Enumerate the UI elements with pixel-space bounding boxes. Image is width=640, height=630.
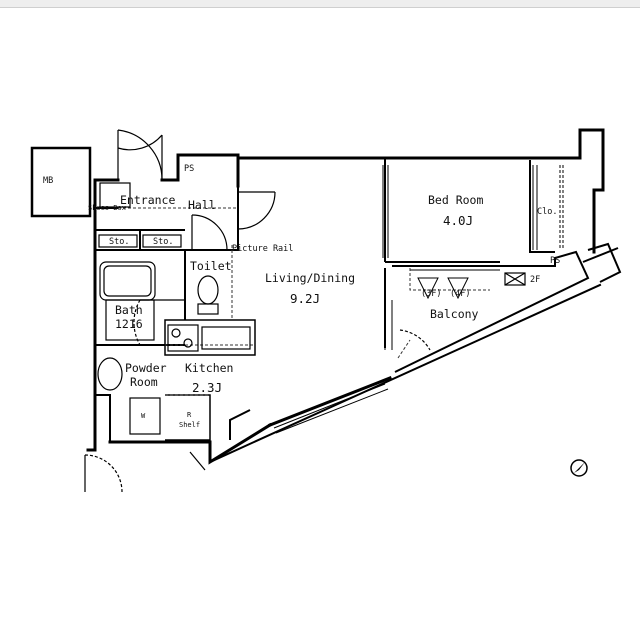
- kitchen-sink: [201, 326, 251, 350]
- entrance-label: Entrance: [120, 193, 176, 207]
- kitchen-label: Kitchen: [185, 361, 234, 375]
- bath-label: Bath: [115, 303, 143, 317]
- powder-room-label-1: Powder: [125, 361, 167, 375]
- storage-2-box: [142, 234, 182, 248]
- ps-right-label: PS: [550, 256, 561, 266]
- hall-label: Hall: [188, 198, 216, 212]
- left-wall: [86, 178, 97, 452]
- stove: [167, 324, 199, 352]
- ac-unit: [504, 272, 526, 286]
- toilet-label: Toilet: [190, 259, 232, 273]
- diagonal-facade: [268, 376, 392, 427]
- dashed-lines: [118, 207, 490, 396]
- balcony-hatches: [417, 277, 469, 300]
- shelf-r-label: R: [187, 411, 192, 419]
- kitchen-bottom-wall: [108, 422, 273, 465]
- storage-2-label: Sto.: [153, 237, 174, 247]
- bath-area: [105, 299, 155, 341]
- shoes-box-label: Shoes Box: [88, 204, 126, 212]
- powder-room-label-2: Room: [130, 375, 158, 389]
- bath-size: 1216: [115, 317, 143, 331]
- floor-2f-label: 2F: [530, 275, 541, 285]
- floor-4f-label: (4F): [450, 289, 471, 299]
- kitchen-size: 2.3J: [192, 380, 223, 395]
- floor-3f-label: (3F): [421, 289, 442, 299]
- fixtures: [97, 182, 526, 435]
- bed-room-size: 4.0J: [443, 213, 474, 228]
- balcony-label: Balcony: [430, 307, 479, 321]
- storage-1-label: Sto.: [109, 237, 130, 247]
- shelf-label: Shelf: [179, 421, 201, 429]
- balcony-edge: [392, 242, 622, 373]
- top-bar: [0, 0, 640, 8]
- doors: [84, 129, 431, 493]
- sink: [97, 357, 123, 391]
- picture-rail-label: Picture Rail: [232, 244, 294, 254]
- north-arrow-icon: [570, 459, 588, 477]
- balcony-rail: [208, 283, 602, 464]
- top-wall: [236, 128, 605, 254]
- washer: [129, 397, 161, 435]
- bed-room-label: Bed Room: [428, 193, 484, 207]
- toilet-bowl: [197, 275, 219, 305]
- washer-label: W: [141, 412, 146, 420]
- mb-box: [30, 146, 92, 218]
- living-dining-size: 9.2J: [290, 291, 321, 306]
- ps-top-label: PS: [184, 164, 195, 174]
- exterior-walls: [30, 128, 605, 465]
- bathtub: [99, 261, 156, 301]
- window-frames: [273, 165, 564, 434]
- mb-label: MB: [43, 176, 54, 186]
- ps-top-wall: [160, 153, 240, 188]
- storage-1-box: [98, 234, 138, 248]
- living-dining-label: Living/Dining: [265, 271, 356, 285]
- shoes-box-shape: [99, 182, 131, 208]
- closet-label: Clo.: [537, 207, 558, 217]
